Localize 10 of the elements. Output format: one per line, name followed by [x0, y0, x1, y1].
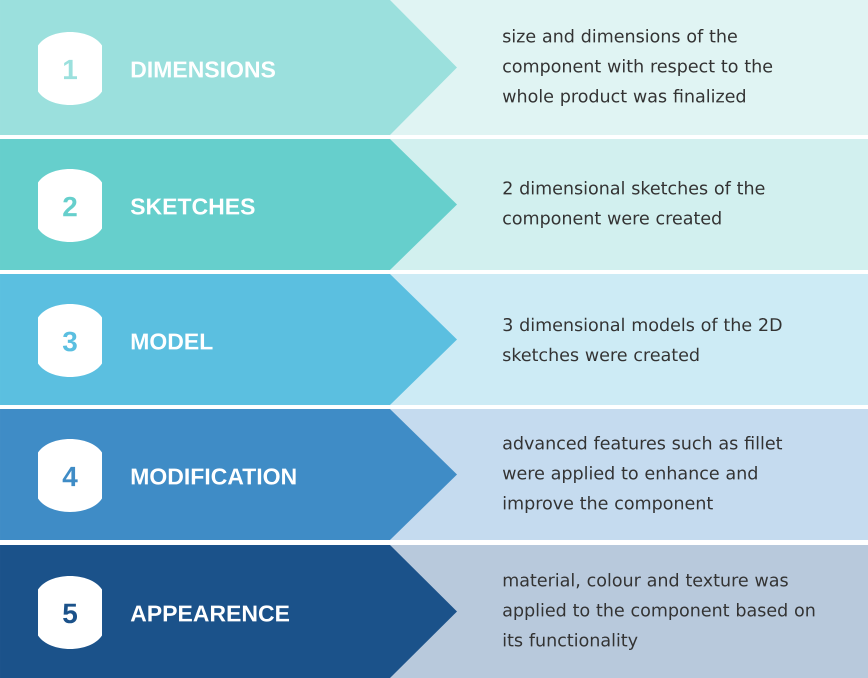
description-panel: advanced features such as fillet were applied to enhance and improve the component: [390, 409, 868, 540]
number-badge: 3: [38, 304, 102, 377]
number-badge: 1: [38, 32, 102, 105]
description-panel: 2 dimensional sketches of the component were created: [390, 139, 868, 270]
number-badge: 4: [38, 439, 102, 512]
description-panel: 3 dimensional models of the 2D sketches were created: [390, 274, 868, 405]
number-badge: 5: [38, 576, 102, 649]
number-badge: 2: [38, 169, 102, 242]
description-panel: material, colour and texture was applied to the component based on its functionality: [390, 545, 868, 678]
description-panel: size and dimensions of the component with respect to the whole product was finalized: [390, 0, 868, 135]
